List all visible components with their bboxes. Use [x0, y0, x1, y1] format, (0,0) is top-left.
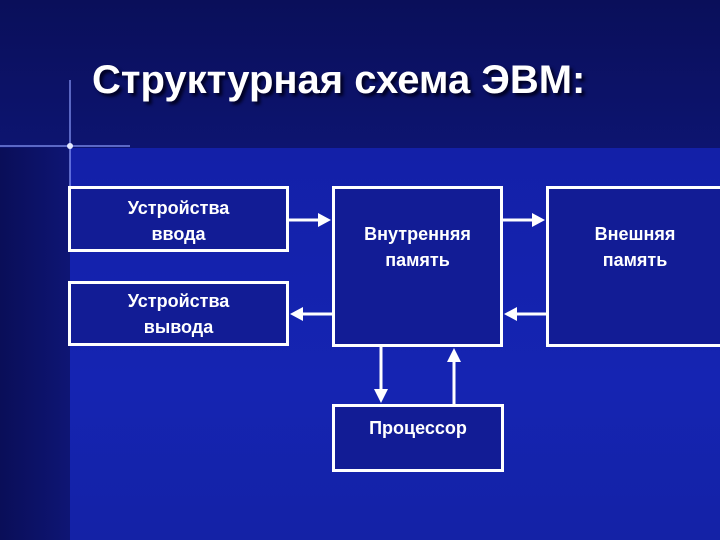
arrow-memory-to-external — [503, 213, 545, 227]
internal-memory-box: Внутренняя память — [332, 186, 503, 347]
output-devices-label-line1: Устройства — [127, 291, 230, 311]
arrow-memory-to-processor — [374, 347, 388, 403]
external-memory-label-line1: Внешняя — [594, 224, 676, 244]
arrow-memory-to-output — [290, 307, 332, 321]
external-memory-label-line2: память — [602, 250, 668, 270]
background-top — [0, 0, 720, 148]
arrow-input-to-memory — [289, 213, 331, 227]
processor-box: Процессор — [332, 404, 504, 472]
output-devices-label-line2: вывода — [143, 317, 214, 337]
internal-memory-label-line2: память — [385, 250, 450, 270]
arrow-processor-to-memory — [447, 348, 461, 404]
background-left-strip — [0, 148, 70, 540]
external-memory-box: Внешняя память — [546, 186, 720, 347]
slide-title: Структурная схема ЭВМ: — [92, 58, 586, 102]
processor-label: Процессор — [369, 418, 467, 438]
internal-memory-label-line1: Внутренняя — [364, 224, 471, 244]
input-devices-label-line2: ввода — [151, 224, 206, 244]
output-devices-box: Устройства вывода — [68, 281, 289, 346]
input-devices-label-line1: Устройства — [127, 198, 230, 218]
arrow-external-to-memory — [504, 307, 546, 321]
input-devices-box: Устройства ввода — [68, 186, 289, 252]
